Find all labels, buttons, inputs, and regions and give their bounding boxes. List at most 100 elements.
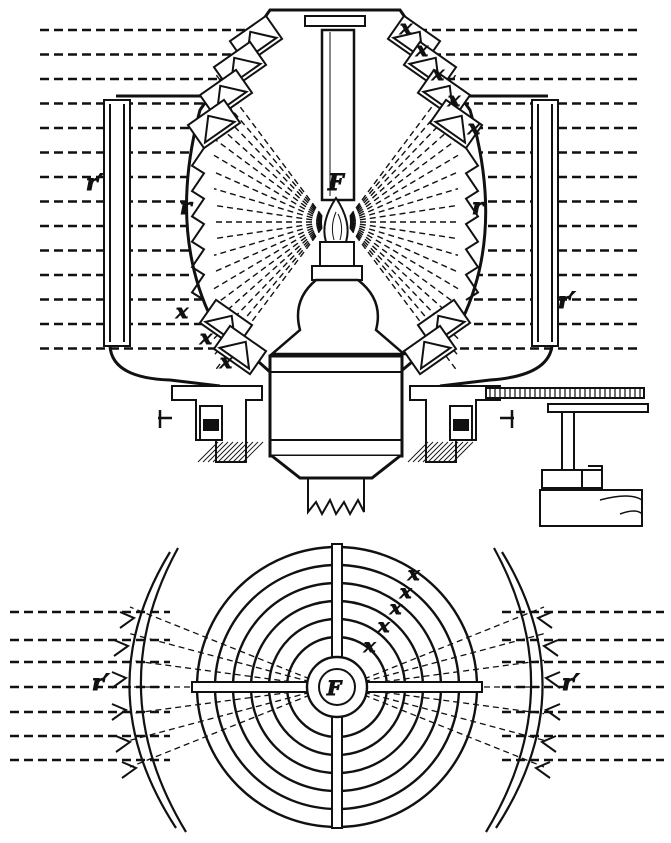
- reflector-tooth: [119, 611, 137, 629]
- hatch-line: [442, 441, 464, 463]
- prism-triangle: [217, 340, 251, 371]
- diverging-ray: [213, 226, 323, 356]
- plan-diverging-ray: [129, 606, 311, 680]
- plan-reflector-right: [485, 547, 561, 833]
- reflector-tooth: [111, 703, 129, 721]
- ring-label: x: [363, 635, 376, 657]
- diverging-ray: [349, 187, 459, 222]
- hatch-line: [217, 441, 239, 463]
- plan-diverging-ray: [363, 691, 545, 741]
- reflector-tooth: [115, 735, 133, 753]
- diverging-ray: [349, 221, 459, 240]
- lens-label: r: [180, 194, 193, 220]
- plan-reflector-label: r′: [562, 670, 580, 696]
- plan-view: F x x x x x r′ r′: [10, 543, 664, 833]
- ring-label: x: [407, 563, 420, 585]
- hatch-line: [432, 441, 454, 463]
- diverging-ray: [349, 88, 459, 218]
- diverging-ray: [213, 226, 323, 340]
- diverging-ray: [213, 121, 323, 219]
- diverging-ray: [213, 154, 323, 220]
- diverging-ray: [213, 138, 323, 220]
- flame-label: F: [327, 170, 345, 196]
- hatch-line: [212, 441, 234, 463]
- prism-triangle: [419, 340, 453, 371]
- base-bracket-left: [158, 385, 264, 463]
- prism: [212, 324, 268, 376]
- side-reflector-right: [430, 94, 559, 347]
- prism-label: x: [199, 325, 213, 349]
- plan-diverging-ray: [363, 689, 545, 715]
- diverging-ray: [349, 225, 459, 323]
- plan-diverging-ray: [363, 633, 545, 683]
- prism: [402, 324, 458, 376]
- hatch-line: [242, 441, 264, 463]
- diverging-ray: [213, 222, 323, 257]
- prism-triangle: [421, 84, 455, 115]
- diverging-ray: [349, 204, 459, 223]
- diverging-ray: [213, 224, 323, 290]
- plan-diverging-ray: [363, 606, 545, 680]
- reflector-tooth: [543, 671, 561, 689]
- prism-label: x: [219, 349, 233, 373]
- hatch-line: [237, 441, 259, 463]
- hatch-line: [412, 441, 434, 463]
- prism-label: x: [447, 87, 461, 111]
- ring-label: x: [377, 615, 390, 637]
- hatch-line: [422, 441, 444, 463]
- plan-diverging-ray: [363, 659, 545, 685]
- hatch-line: [207, 441, 229, 463]
- diverging-rays: [213, 71, 459, 373]
- refracting-lens-edges: [190, 147, 480, 301]
- reflector-tooth: [121, 761, 139, 779]
- prism-frame: [198, 68, 254, 120]
- catadioptric-prisms: [186, 14, 484, 376]
- diverging-ray: [349, 104, 459, 218]
- prism-frame: [402, 324, 458, 376]
- prism-label: x: [399, 15, 413, 39]
- prism: [416, 68, 472, 120]
- center-label: F: [326, 676, 343, 700]
- prism-label: x: [431, 61, 445, 85]
- diverging-ray: [213, 224, 323, 306]
- diverging-ray: [349, 224, 459, 290]
- diverging-ray: [349, 226, 459, 356]
- hatch-line: [427, 441, 449, 463]
- reflector-tooth: [539, 735, 557, 753]
- chimney: [320, 28, 356, 202]
- support-arm-left: [108, 345, 221, 388]
- reflector-tooth: [543, 703, 561, 721]
- prism-triangle: [215, 84, 249, 115]
- lamp-neck: [268, 278, 408, 356]
- prism-label: x: [467, 115, 481, 139]
- plan-diverging-ray: [129, 694, 311, 768]
- reflector-label: r′: [558, 288, 576, 314]
- hatch-line: [417, 441, 439, 463]
- ring-label: x: [399, 581, 412, 603]
- prism: [198, 68, 254, 120]
- hatch-line: [202, 441, 224, 463]
- plan-diverging-ray: [363, 694, 545, 768]
- plan-center-inner: [318, 668, 356, 706]
- prism-frame: [416, 68, 472, 120]
- prism-frame: [186, 98, 242, 150]
- hatch-line: [452, 441, 474, 463]
- side-reflector-left: [103, 94, 240, 347]
- burner: [319, 241, 355, 267]
- lens-label: r: [472, 194, 485, 220]
- plan-diverging-ray: [129, 691, 311, 741]
- reflector-tooth: [535, 611, 553, 629]
- diverging-ray: [213, 187, 323, 222]
- prism: [186, 98, 242, 150]
- lens-zigzag: [190, 147, 206, 301]
- plan-diverging-ray: [129, 633, 311, 683]
- hatch-line: [447, 441, 469, 463]
- diverging-ray: [349, 226, 459, 340]
- diverging-ray: [349, 154, 459, 220]
- plan-reflector-label: r′: [92, 670, 110, 696]
- reflector-tooth: [111, 671, 129, 689]
- diverging-ray: [349, 138, 459, 220]
- hatch-line: [437, 441, 459, 463]
- diverging-ray: [213, 204, 323, 223]
